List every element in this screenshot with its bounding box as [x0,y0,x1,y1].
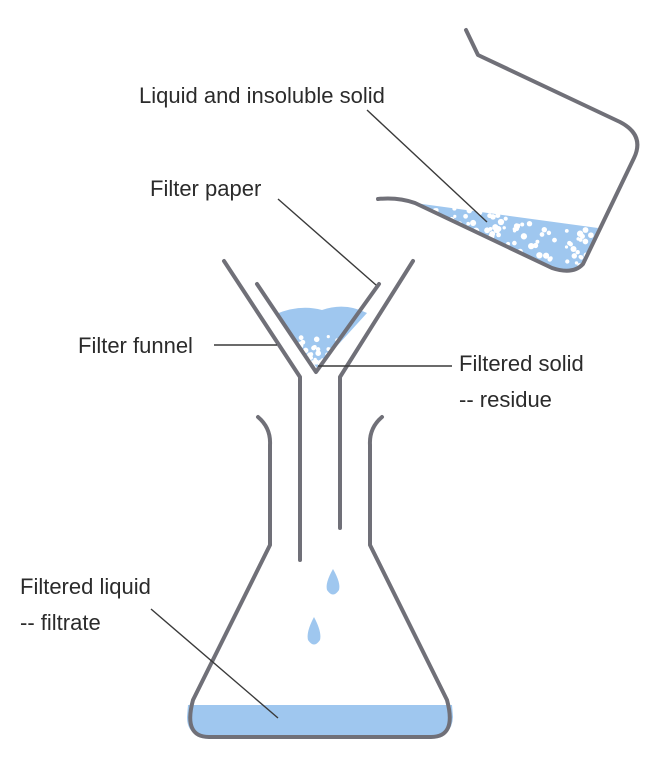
solid-particle [568,241,573,247]
leader-filtered-liquid [150,608,279,719]
funnel-left-wall [222,259,302,562]
residue-particle [326,334,330,339]
solid-particle [571,253,578,259]
leader-liquid-solid [366,109,488,223]
solid-particle [564,245,569,249]
solid-particle [582,227,589,233]
solid-particle [520,233,528,240]
solid-particle [588,232,594,239]
solid-particle [546,230,552,236]
beaker-outline [376,28,640,273]
residue-particle [315,350,321,356]
solid-particle [497,218,505,226]
filter-funnel [222,259,415,562]
funnel-liquid [276,306,367,368]
drop-lower [307,617,321,645]
solid-particle [543,252,550,259]
leader-filter-paper [277,198,377,286]
solid-particle [552,237,557,243]
solid-particle [502,226,506,230]
solid-particle [470,219,477,227]
label-filtered-liquid: Filtered liquid [20,574,151,599]
flask-liquid [187,705,453,737]
solid-particle [528,242,535,250]
label-liquid-and-solid: Liquid and insoluble solid [139,83,385,108]
solid-particle [570,246,577,252]
solid-particle [526,221,533,227]
drop-upper [326,569,340,595]
beaker [376,28,640,273]
solid-particle [516,223,521,228]
solid-particle [453,214,457,218]
solid-particle [452,206,457,211]
solid-particle [576,237,580,241]
solid-particle [564,229,569,233]
residue-particle [308,352,314,357]
filter-paper-outline [255,282,381,374]
solid-particle [536,252,543,259]
label-filter-funnel: Filter funnel [78,333,193,358]
solid-particle [582,238,589,245]
residue-particle [311,345,316,351]
solid-particle [495,212,501,219]
label-filtrate: -- filtrate [20,610,101,635]
flask-outline [188,415,452,739]
label-residue: -- residue [459,387,552,412]
residue-particle [308,355,314,360]
residue-particle [300,339,306,345]
solid-particle [539,232,545,237]
solid-particle [547,256,553,262]
solid-particle [520,222,525,227]
solid-particle [489,230,496,237]
solid-particle [533,242,539,249]
solid-particle [574,261,579,265]
solid-particle [493,226,501,234]
solid-particle [541,227,547,233]
solid-particle [535,239,540,244]
solid-particle [576,230,584,237]
solid-particle [466,221,471,226]
solid-particle [496,232,501,238]
solid-particle [503,216,508,221]
solid-particle [466,207,473,214]
residue-particle [298,335,304,341]
conical-flask [187,415,453,739]
solid-particle [512,240,517,246]
solid-particle [490,214,496,220]
solid-particle [463,213,468,219]
beaker-liquid [415,203,598,271]
residue-particle [313,359,318,364]
label-filtered-solid: Filtered solid [459,351,584,376]
solid-particle [565,259,570,264]
label-filter-paper: Filter paper [150,176,261,201]
solid-particle [575,250,580,255]
solid-particle [578,255,583,259]
solid-particle [484,227,491,234]
residue-particle [313,336,320,343]
funnel-right-wall [338,259,415,530]
leader-lines [150,109,488,719]
residue-particle [315,347,321,352]
